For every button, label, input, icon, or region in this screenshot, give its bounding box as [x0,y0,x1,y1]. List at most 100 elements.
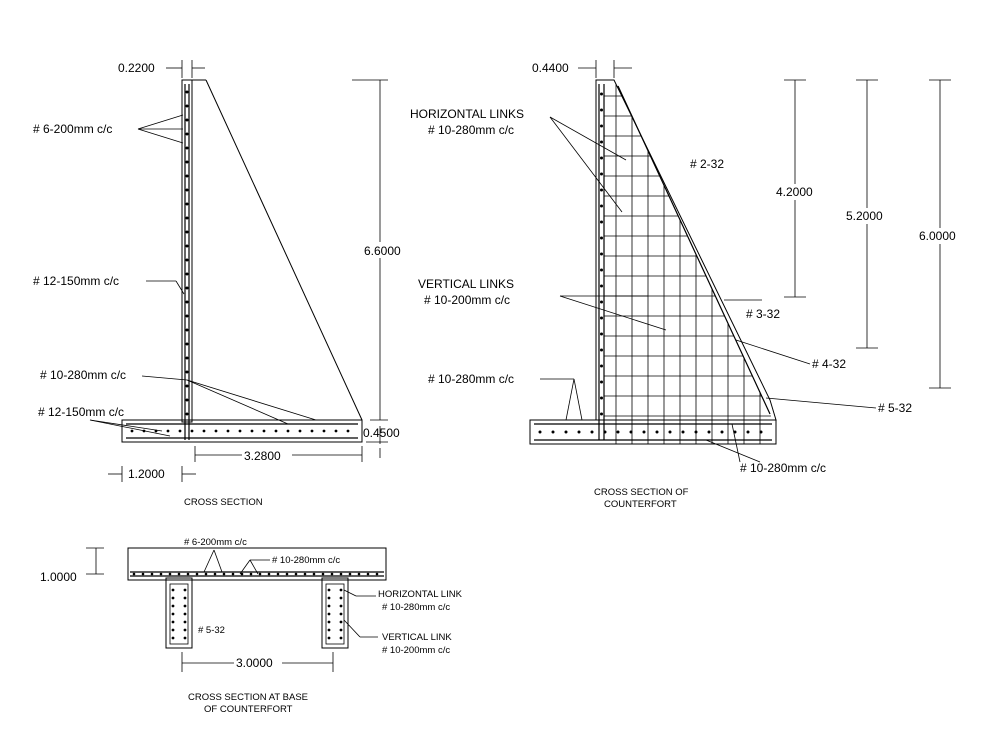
base-slab-outline [121,419,363,443]
leader-line [249,559,259,575]
label-vertical-link: VERTICAL LINK [382,632,452,643]
label-stem-main-rebar: # 12-150mm c/c [33,274,119,288]
rib-rebar-dot [339,596,343,600]
leader-line [186,379,289,425]
label-stem-vertical-rebar: # 6-200mm c/c [33,122,112,136]
base-rebar-dot [681,430,685,434]
leader-line [89,419,163,432]
stem-rebar-dot [185,160,189,164]
stem-rebar-dot [185,244,189,248]
leader-line [137,114,184,130]
stem-rebar-dot [600,188,603,192]
counterfort-title-line2: COUNTERFORT [604,499,677,510]
leader-line [89,419,171,437]
stem-outline [181,79,193,423]
base-rebar-dot [274,429,278,433]
dim-wall-height: 6.6000 [364,244,401,258]
leader-line [343,589,357,597]
rib-rebar-dot [327,620,331,624]
base-section-view: 1.0000 3.0000 # 6-200mm c/c # 10-280mm c… [40,537,463,715]
stem-rebar-dot [600,332,603,336]
counterfort-outline [595,79,777,421]
leader-line [565,378,575,421]
slab-rebar-dot [195,572,199,576]
rib-rebar-dot [183,620,187,624]
stem-rebar-dot [600,108,603,112]
leader-line [559,295,667,331]
label-horizontal-links-spec: # 10-280mm c/c [428,123,514,137]
base-rebar-dot [322,429,326,433]
rib-rebar-dot [183,636,187,640]
dim-toe-length: 1.2000 [128,467,165,481]
rib-rebar-dot [339,604,343,608]
dim-base-thickness: 0.4500 [363,426,400,440]
base-rebar-dot [603,430,607,434]
rib-rebar-dot [327,636,331,640]
stem-rebar-dot [600,396,603,400]
stem-rebar-dot [600,156,603,160]
slab-rebar-dot [339,572,343,576]
slab-rebar-dot [249,572,253,576]
label-bars-2-32: # 2-32 [690,157,724,171]
stem-rebar-dot [185,188,189,192]
rib-rebar-dot [183,596,187,600]
leader-line [731,423,741,463]
base-rebar-dot [298,429,302,433]
stem-rebar-dot [185,342,189,346]
rib-rebar-dot [339,612,343,616]
stem-rebar-dot [185,146,189,150]
base-slab-outline [529,419,777,445]
cross-section-view: 0.2200 6.6000 0.4500 3.2800 1.2000 # 6-2… [33,60,401,508]
rib-rebar-dot [339,628,343,632]
stem-rebar-dot [600,268,603,272]
slab-rebar-dot [321,572,325,576]
stem-rebar-dot [600,140,603,144]
dim-counterfort-top: 0.4400 [532,61,569,75]
base-section-title-line2: OF COUNTERFORT [204,704,293,715]
leader-line [705,439,761,463]
slab-rebar-dot [303,572,307,576]
rib-rebar-dot [327,604,331,608]
label-base-rebar: # 12-150mm c/c [38,405,124,419]
slab-rebar-dot [186,572,190,576]
base-section-title-line1: CROSS SECTION AT BASE [188,692,308,703]
label-vertical-links: VERTICAL LINKS [418,277,514,291]
base-rebar-dot [746,430,750,434]
stem-rebar-dot [185,216,189,220]
slab-rebar-dot [177,572,181,576]
rib-rebar-dot [327,596,331,600]
label-vertical-links-spec: # 10-200mm c/c [424,293,510,307]
stem-rebar-dot [600,124,603,128]
base-rebar-dot [590,430,594,434]
base-rebar-dot [238,429,242,433]
label-horizontal-link: HORIZONTAL LINK [378,589,463,600]
slab-rebar-dot [366,572,370,576]
slab-rebar-dot [276,572,280,576]
stem-rebar-dot [185,174,189,178]
slab-rebar-dot [141,572,145,576]
rib-left-link [169,583,189,645]
base-rebar-dot [130,429,134,433]
stem-rebar-dot [600,300,603,304]
base-rebar-dot [668,430,672,434]
leader-line [239,559,251,575]
leader-line [343,619,361,638]
stem-rebar-dot [600,348,603,352]
label-base-rebar-left: # 10-280mm c/c [428,372,514,386]
leader-line [735,339,811,365]
base-rebar-dot [226,429,230,433]
label-vertical-link-spec: # 10-200mm c/c [382,645,450,656]
label-bars-3-32: # 3-32 [746,307,780,321]
leader-line [141,375,188,381]
base-rebar-dot [214,429,218,433]
rib-rebar-dot [183,628,187,632]
stem-rebar-dot [185,202,189,206]
stem-rebar-dot [185,132,189,136]
base-rebar-dot [310,429,314,433]
stem-rebar-dot [600,252,603,256]
base-rebar-dot [642,430,646,434]
base-rebar-dot [629,430,633,434]
base-rebar-dot [334,429,338,433]
rib-rebar-dot [171,612,175,616]
stem-rebar-dot [185,90,189,94]
